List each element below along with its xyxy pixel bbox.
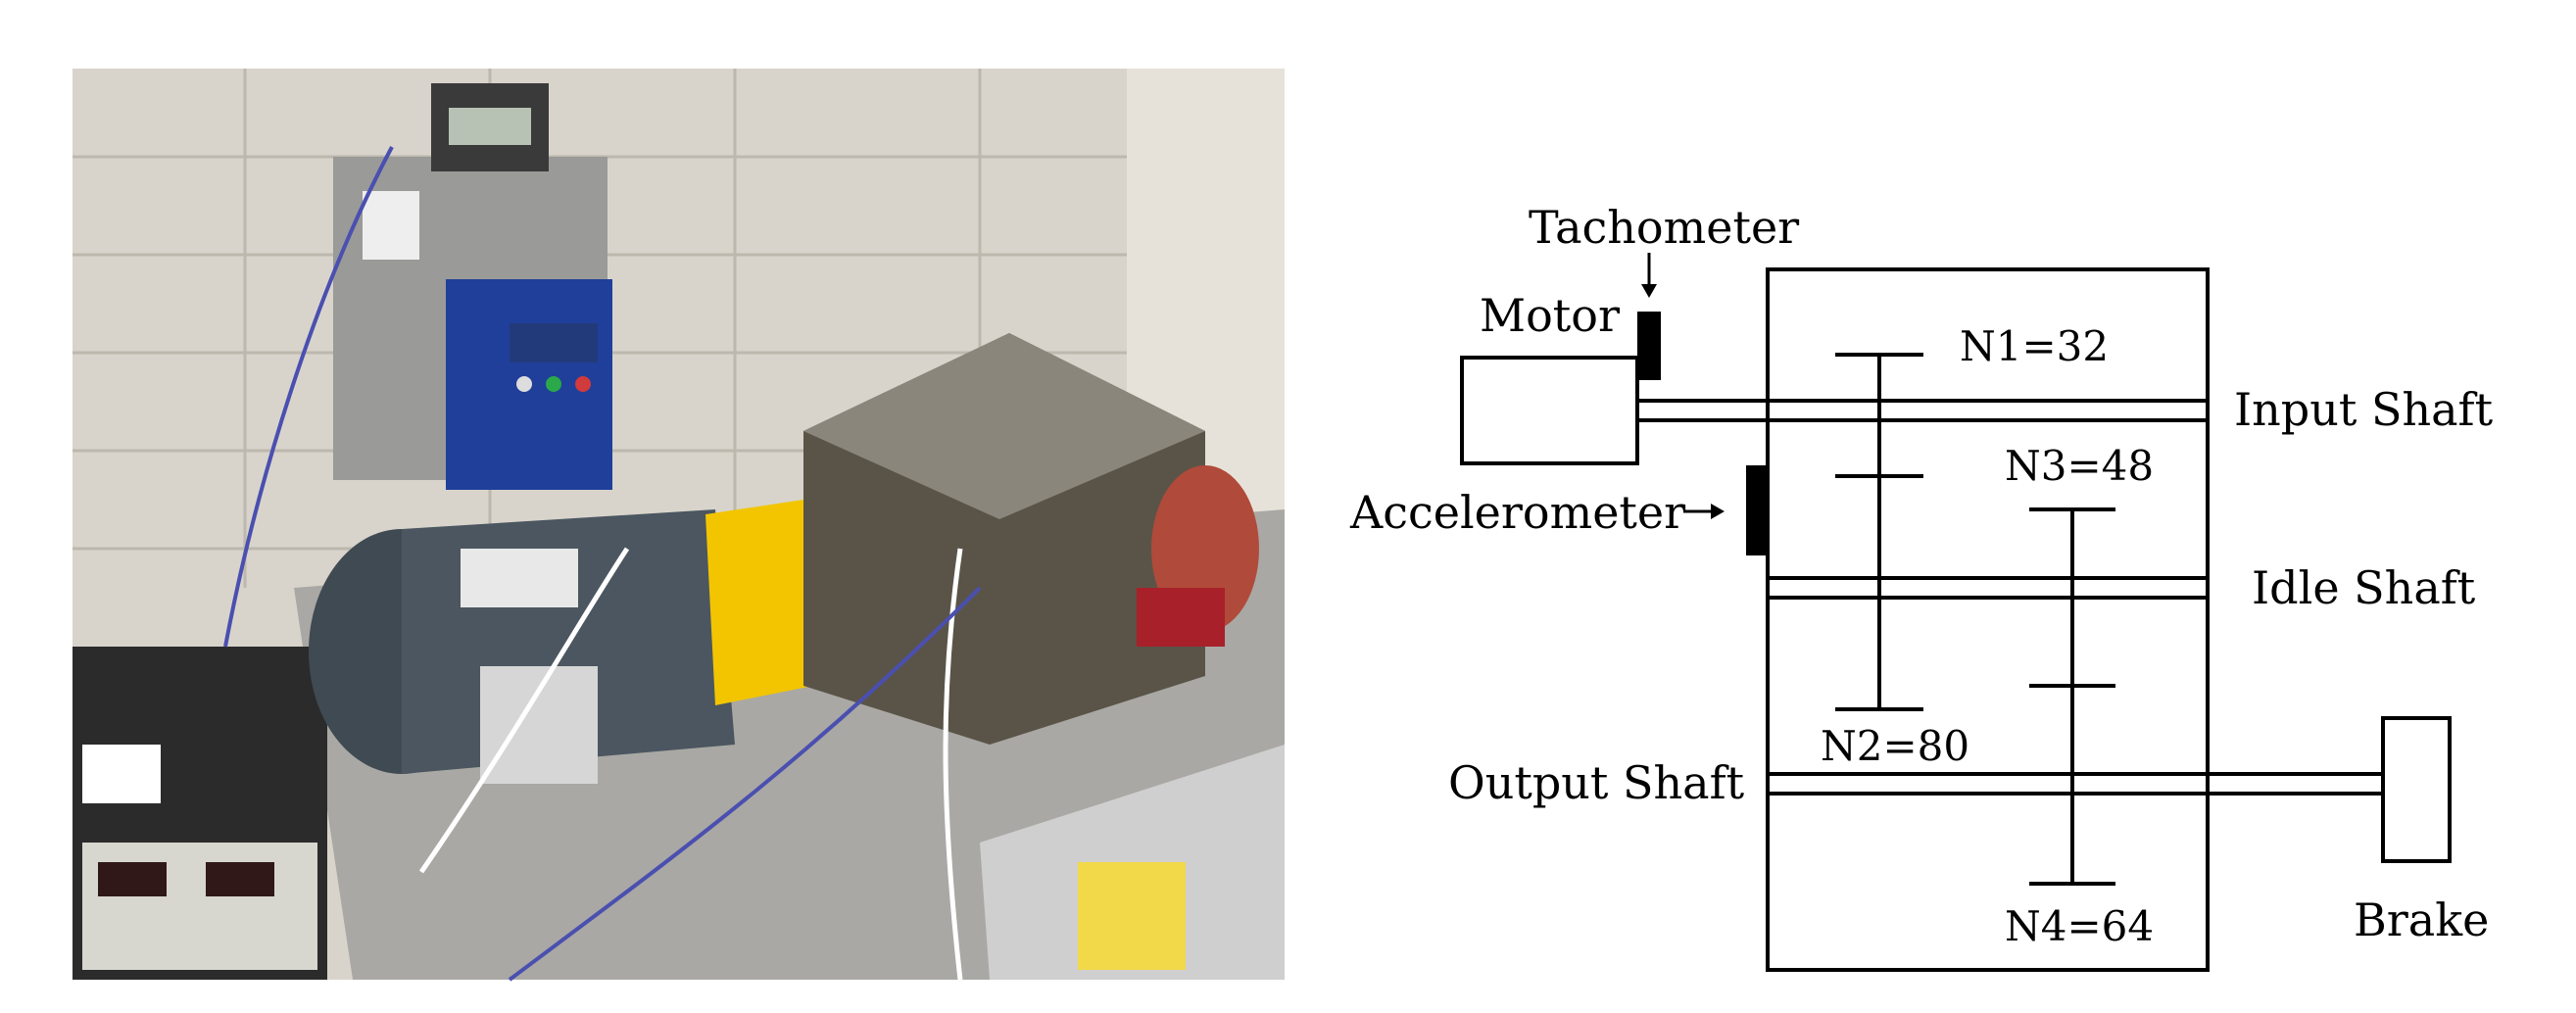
gear-pair-n1-n2 [1835,353,1923,711]
accelerometer-sensor [1746,465,1770,555]
brake-box [2381,716,2452,863]
idle-shaft-label: Idle Shaft [2252,561,2476,614]
gearbox-schematic: Motor Tachometer Input Shaft Acceleromet… [1349,201,2494,972]
motor-label: Motor [1480,289,1620,342]
gear-n2-label: N2=80 [1821,722,1969,770]
gearbox-casing [1766,267,2210,972]
tachometer-label: Tachometer [1529,201,1799,254]
tachometer-sensor [1637,312,1661,380]
idle-shaft [1768,576,2208,600]
input-shaft-label: Input Shaft [2234,383,2494,436]
motor-box [1460,356,1639,465]
brake-label: Brake [2354,893,2489,946]
test-rig-photo [73,69,1285,982]
accelerometer-arrow-icon [1683,504,1725,519]
tachometer-arrow-icon [1641,253,1657,298]
output-shaft [1768,772,2383,796]
gear-n3-label: N3=48 [2005,442,2154,490]
gear-n1-label: N1=32 [1960,322,2109,370]
gear-n4-label: N4=64 [2005,902,2154,950]
input-shaft [1637,399,2208,422]
accelerometer-label: Accelerometer [1349,486,1685,539]
output-shaft-label: Output Shaft [1448,756,1745,809]
gear-pair-n3-n4 [2029,507,2115,886]
